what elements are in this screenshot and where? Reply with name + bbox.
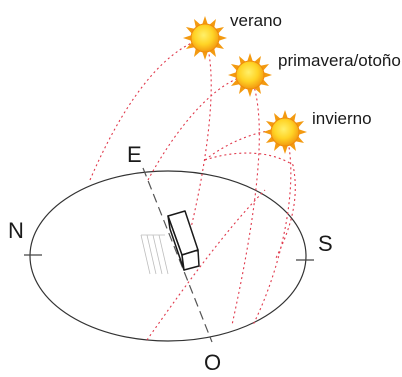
winter-label: invierno xyxy=(312,109,372,128)
summer-sun-path xyxy=(89,37,212,233)
winter-sun-path xyxy=(204,129,292,326)
sun-icon xyxy=(262,109,308,155)
building-shadow xyxy=(140,234,169,275)
east-west-axis xyxy=(142,167,213,343)
north-label: N xyxy=(8,218,24,243)
sun-icon xyxy=(227,52,273,98)
sun-icon xyxy=(182,15,228,61)
south-label: S xyxy=(318,231,333,256)
horizon-ellipse xyxy=(29,170,307,342)
lower-arc-1 xyxy=(146,189,266,341)
lower-arc-2 xyxy=(204,152,296,261)
building-icon xyxy=(167,210,200,271)
west-label: O xyxy=(204,350,222,375)
equinox-sun-path xyxy=(147,74,260,326)
east-label: E xyxy=(127,142,142,167)
summer-label: verano xyxy=(230,11,282,30)
equinox-label: primavera/otoño xyxy=(278,51,401,70)
